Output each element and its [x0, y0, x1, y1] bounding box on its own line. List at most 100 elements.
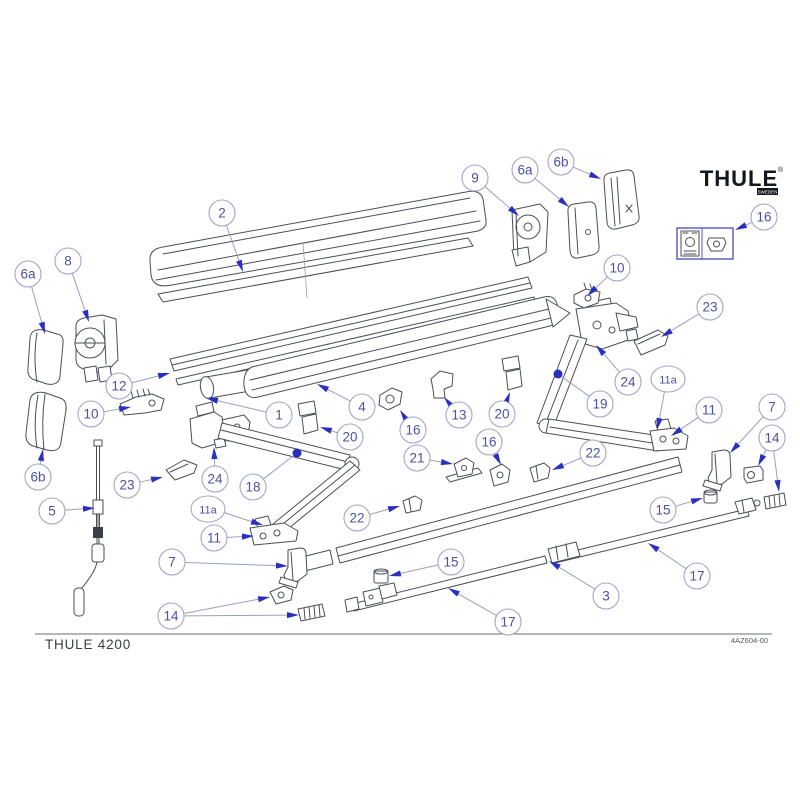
callout-3: 3 [549, 561, 620, 610]
brand-logo: THULE ® SWEDEN [700, 166, 784, 195]
gear-unit-8-part [74, 314, 119, 383]
svg-text:6a: 6a [20, 267, 36, 282]
svg-text:11a: 11a [199, 505, 217, 517]
callout-21: 21 [403, 444, 453, 472]
callout-8: 8 [54, 247, 89, 322]
svg-text:22: 22 [349, 511, 364, 526]
callout-4: 4 [317, 384, 376, 421]
doc-number: 4AZ604-00 [731, 636, 768, 645]
callout-24: 24 [201, 447, 229, 493]
callout-6a: 6a [511, 156, 569, 207]
callout-15: 15 [389, 548, 465, 577]
svg-text:7: 7 [168, 555, 176, 570]
callout-14: 14 [157, 596, 299, 630]
svg-text:23: 23 [119, 478, 134, 493]
rafter-rod-right-part [547, 497, 761, 564]
callout-13: 13 [444, 397, 473, 429]
svg-text:10: 10 [609, 261, 624, 276]
rafter-rod-left-part [344, 555, 548, 613]
svg-text:6a: 6a [517, 163, 533, 178]
svg-text:23: 23 [702, 300, 717, 315]
svg-text:3: 3 [602, 589, 610, 604]
callout-5: 5 [38, 497, 95, 525]
callout-20: 20 [320, 423, 364, 451]
callout-17: 17 [448, 588, 522, 636]
svg-text:11: 11 [207, 531, 221, 546]
callout-1: 1 [206, 397, 293, 429]
callout-6b: 6b [24, 449, 52, 491]
svg-text:9: 9 [471, 171, 479, 186]
brand-sub-text: SWEDEN [758, 190, 778, 195]
callout-7: 7 [730, 393, 786, 453]
callout-11: 11 [671, 396, 723, 436]
callout-22: 22 [343, 504, 400, 532]
svg-text:18: 18 [245, 480, 260, 495]
callout-24: 24 [596, 345, 642, 396]
svg-text:14: 14 [764, 431, 780, 446]
svg-text:22: 22 [585, 446, 600, 461]
callout-7: 7 [158, 548, 288, 576]
svg-text:24: 24 [620, 375, 636, 390]
callout-6b: 6b [547, 148, 601, 179]
svg-text:11a: 11a [659, 375, 677, 387]
svg-text:7: 7 [768, 400, 776, 415]
callout-16: 16 [475, 428, 503, 465]
gear-bracket-9-part [511, 203, 549, 267]
end-cover-6b-left-part [25, 391, 67, 452]
callout-19: 19 [553, 369, 614, 418]
model-title: THULE 4200 [45, 637, 131, 652]
brand-logo-text: THULE [700, 166, 778, 191]
part-drawings [25, 169, 787, 622]
detail-box-16 [676, 227, 734, 260]
svg-text:14: 14 [163, 609, 179, 624]
callout-23: 23 [661, 293, 724, 337]
callout-10: 10 [587, 254, 631, 296]
svg-text:21: 21 [409, 451, 424, 466]
svg-text:15: 15 [655, 503, 670, 518]
title-block: THULE 4200 4AZ604-00 [35, 633, 772, 652]
callout-11a: 11a [650, 365, 686, 430]
brand-registered-mark: ® [778, 166, 784, 174]
callout-20: 20 [488, 392, 516, 428]
svg-text:20: 20 [342, 430, 357, 445]
svg-text:17: 17 [689, 569, 704, 584]
svg-text:17: 17 [500, 615, 515, 630]
callout-14: 14 [758, 424, 786, 492]
svg-text:4: 4 [358, 400, 366, 415]
svg-text:6b: 6b [30, 470, 45, 485]
svg-text:8: 8 [64, 254, 72, 269]
callout-16: 16 [735, 203, 778, 231]
left-spring-arm-part [189, 401, 361, 546]
crank-handle-part [73, 439, 105, 617]
awning-case-part [149, 190, 487, 303]
svg-text:16: 16 [405, 423, 420, 438]
callout-11: 11 [200, 524, 254, 552]
right-spring-arm-part [536, 297, 689, 452]
svg-text:15: 15 [443, 555, 458, 570]
callout-10: 10 [77, 400, 131, 428]
callout-16: 16 [399, 410, 427, 444]
svg-text:5: 5 [48, 504, 56, 519]
callout-11a: 11a [190, 495, 263, 525]
svg-text:13: 13 [451, 408, 466, 423]
callout-6a: 6a [14, 260, 45, 334]
svg-text:10: 10 [83, 407, 98, 422]
svg-text:20: 20 [494, 407, 509, 422]
svg-text:19: 19 [592, 397, 607, 412]
end-cover-6a-top-part [567, 201, 600, 259]
callout-22: 22 [552, 439, 607, 470]
svg-text:16: 16 [481, 435, 496, 450]
callout-2: 2 [208, 199, 243, 272]
svg-text:24: 24 [207, 472, 223, 487]
callout-18: 18 [239, 448, 302, 501]
callout-15: 15 [649, 496, 703, 524]
brand-sub-bar [757, 188, 778, 195]
callout-12: 12 [105, 372, 170, 400]
fabric-roller-part [199, 296, 571, 399]
svg-text:1: 1 [275, 408, 283, 423]
callout-9: 9 [461, 164, 519, 216]
svg-text:6b: 6b [553, 155, 568, 170]
svg-text:2: 2 [218, 206, 226, 221]
